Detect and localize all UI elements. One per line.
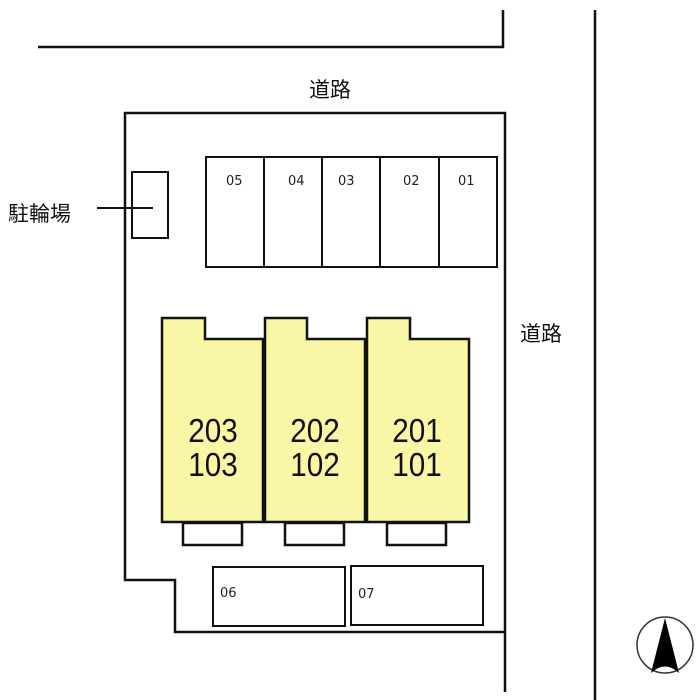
balcony-101 — [385, 521, 448, 547]
road-label-right: 道路 — [520, 322, 562, 346]
parking-label-04: 04 — [288, 174, 305, 189]
bicycle-parking-label: 駐輪場 — [8, 202, 71, 226]
unit-lower: 101 — [392, 446, 442, 483]
road-edge-top — [38, 10, 505, 49]
building-unit-201-101 — [365, 316, 471, 524]
bicycle-parking-area — [131, 171, 169, 239]
parking-label-05: 05 — [226, 174, 243, 189]
unit-label-203-103: 203 103 — [167, 414, 259, 482]
parking-space-07 — [350, 565, 484, 626]
unit-upper: 202 — [290, 412, 340, 449]
parking-top-block — [205, 156, 498, 268]
north-arrow-icon — [636, 616, 694, 674]
parking-label-03: 03 — [338, 174, 355, 189]
unit-upper: 201 — [392, 412, 442, 449]
building-unit-203-103 — [160, 316, 265, 524]
road-label-top: 道路 — [309, 78, 351, 102]
building-unit-202-102 — [263, 316, 367, 524]
unit-lower: 103 — [188, 446, 238, 483]
unit-lower: 102 — [290, 446, 340, 483]
unit-label-202-102: 202 102 — [269, 414, 361, 482]
parking-space-06 — [212, 566, 346, 627]
parking-label-07: 07 — [358, 587, 375, 602]
parking-label-02: 02 — [403, 174, 420, 189]
balcony-103 — [181, 521, 244, 547]
unit-upper: 203 — [188, 412, 238, 449]
site-boundary — [123, 111, 507, 692]
parking-label-06: 06 — [220, 586, 237, 601]
balcony-102 — [283, 521, 346, 547]
parking-label-01: 01 — [458, 174, 475, 189]
unit-label-201-101: 201 101 — [371, 414, 463, 482]
